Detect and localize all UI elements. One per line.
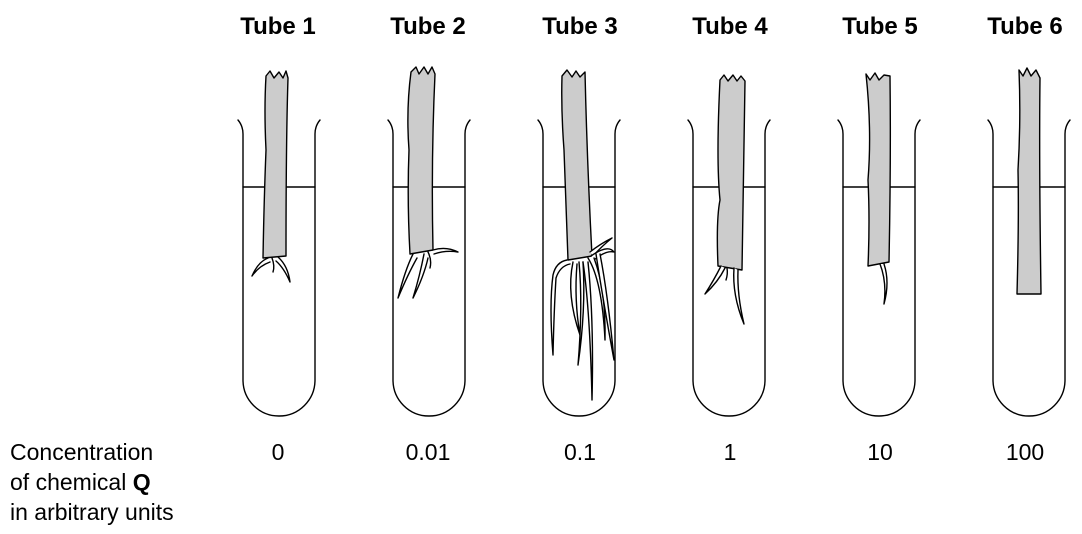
stem-cutting-3 [551, 70, 614, 400]
stem-cutting-5 [866, 73, 890, 304]
row-label-line-2-prefix: of chemical [10, 469, 133, 495]
tube-2-concentration: 0.01 [363, 437, 493, 467]
chemical-q-label: Q [133, 469, 151, 495]
row-label-line-1: Concentration [10, 437, 240, 467]
stem-cutting-1 [252, 71, 290, 282]
tube-5-concentration: 10 [815, 437, 945, 467]
tube-4-concentration: 1 [665, 437, 795, 467]
row-label-line-2: of chemical Q [10, 467, 240, 497]
concentration-row-label: Concentration of chemical Q in arbitrary… [10, 437, 240, 527]
tube-1-concentration: 0 [213, 437, 343, 467]
tube-3-concentration: 0.1 [515, 437, 645, 467]
row-label-line-3: in arbitrary units [10, 497, 240, 527]
stem-cutting-6 [1017, 68, 1041, 294]
tube-6-concentration: 100 [960, 437, 1082, 467]
stem-cutting-4 [705, 75, 745, 324]
stem-cutting-2 [398, 67, 458, 298]
